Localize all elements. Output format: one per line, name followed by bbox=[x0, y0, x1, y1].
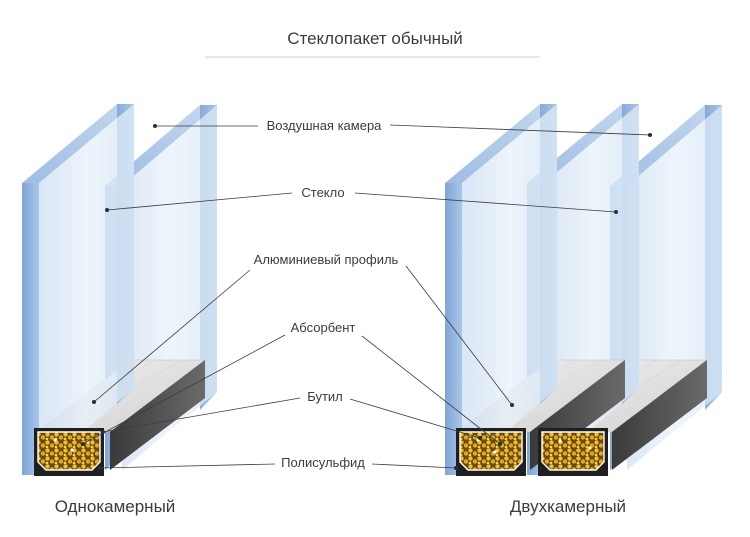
label-aluminum-profile: Алюминиевый профиль bbox=[254, 252, 399, 267]
diagram-title: Стеклопакет обычный bbox=[287, 29, 463, 48]
label-absorbent: Абсорбент bbox=[291, 320, 356, 335]
label-polysulfide: Полисульфид bbox=[281, 455, 365, 470]
double-front-pane bbox=[445, 104, 557, 475]
label-butyl: Бутил bbox=[307, 389, 343, 404]
single-front-pane bbox=[22, 104, 134, 475]
single-spacer-section bbox=[34, 428, 104, 476]
caption-double-chamber: Двухкамерный bbox=[510, 497, 626, 516]
leader-lines bbox=[81, 124, 652, 470]
double-spacer-section-1 bbox=[456, 428, 526, 476]
label-glass: Стекло bbox=[301, 185, 344, 200]
double-spacer-section-2 bbox=[538, 428, 608, 476]
single-chamber-unit bbox=[22, 104, 217, 476]
single-sealant-side bbox=[110, 360, 205, 470]
double-chamber-unit bbox=[445, 104, 722, 476]
caption-single-chamber: Однокамерный bbox=[55, 497, 176, 516]
label-air-chamber: Воздушная камера bbox=[267, 118, 383, 133]
